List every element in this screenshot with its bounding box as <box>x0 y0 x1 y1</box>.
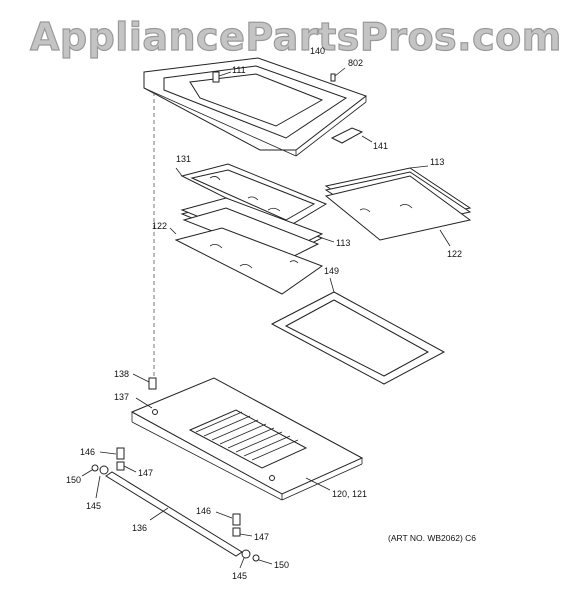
callout-137: 137 <box>114 392 129 402</box>
part-140-outer-panel <box>143 57 368 157</box>
callout-147-right: 147 <box>254 532 269 542</box>
watermark-logo: AppliancePartsPros.com <box>30 15 562 59</box>
part-146-screw-left <box>99 447 125 460</box>
part-122-glass-right <box>324 175 472 247</box>
callout-141: 141 <box>373 141 388 151</box>
callout-122-right: 122 <box>447 249 462 259</box>
part-802-screw <box>330 67 346 82</box>
callout-120-121: 120, 121 <box>332 489 367 499</box>
part-145-nut-right <box>239 549 251 569</box>
callout-147-left: 147 <box>138 468 153 478</box>
part-122-glass-left <box>169 227 324 295</box>
callout-122-left: 122 <box>152 221 167 231</box>
callout-145-right: 145 <box>232 571 247 581</box>
callout-138: 138 <box>114 369 129 379</box>
part-141-bracket <box>330 127 373 144</box>
callout-145-left: 145 <box>86 501 101 511</box>
callout-131: 131 <box>176 154 191 164</box>
part-150-washer-left <box>81 464 99 477</box>
callout-149: 149 <box>324 266 339 276</box>
callout-111: 111 <box>232 65 246 75</box>
art-number: (ART NO. WB2062) C6 <box>388 533 476 543</box>
part-150-washer-right <box>252 554 273 565</box>
part-120-121-inner-door <box>130 377 364 501</box>
callout-146-left: 146 <box>80 447 95 457</box>
part-149-frame <box>270 277 446 385</box>
part-145-nut-left <box>95 465 109 499</box>
callout-150-right: 150 <box>274 560 289 570</box>
callout-136: 136 <box>132 523 147 533</box>
part-147-spacer-right <box>232 527 253 537</box>
callout-113-right: 113 <box>430 157 444 167</box>
part-137-leader <box>135 397 153 409</box>
part-147-spacer-left <box>116 461 137 473</box>
callout-150-left: 150 <box>66 475 81 485</box>
part-111-screw <box>212 71 232 83</box>
part-146-screw-right <box>215 511 241 526</box>
callout-113-left: 113 <box>336 238 350 248</box>
callout-146-right: 146 <box>196 506 211 516</box>
callout-140: 140 <box>310 46 325 56</box>
callout-802: 802 <box>348 58 363 68</box>
part-138-fastener <box>132 373 157 390</box>
